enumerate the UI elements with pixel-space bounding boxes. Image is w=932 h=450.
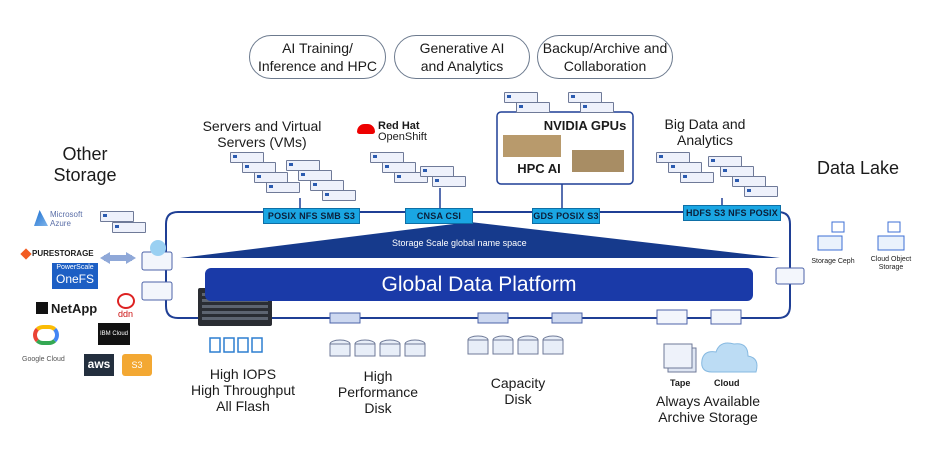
servers-title: Servers and Virtual Servers (VMs) [202, 118, 322, 150]
openshift-line1: Red Hat [378, 120, 420, 132]
ddn-icon [117, 293, 135, 309]
tier-capacity-label: Capacity Disk [490, 375, 546, 407]
use-case-ai-training-label: AI Training/ Inference and HPC [257, 40, 378, 74]
cloud-label: Cloud [714, 378, 740, 388]
azure-label: Microsoft Azure [50, 210, 83, 228]
onefs-label: OneFS [55, 272, 94, 286]
other-storage-title: Other Storage [53, 144, 117, 185]
storage-ceph-label: Storage Ceph [811, 258, 855, 265]
tape-label: Tape [670, 378, 691, 388]
global-data-platform: Global Data Platform [205, 268, 753, 301]
protocol-tag-gpu: GDS POSIX S3 [532, 208, 600, 224]
protocol-tag-bigdata: HDFS S3 NFS POSIX [683, 205, 781, 221]
cloud-object-storage-label: Cloud Object Storage [870, 256, 912, 271]
ibm-cloud-label: IBM Cloud [99, 331, 128, 337]
powerscale-label: PowerScale [56, 264, 94, 271]
s3-icon: S3 [122, 354, 152, 376]
use-case-backup-label: Backup/Archive and Collaboration [542, 40, 668, 74]
purestorage-label: PURESTORAGE [32, 249, 94, 258]
tier-performance-label: High Performance Disk [337, 368, 419, 416]
network-ring [165, 211, 791, 319]
namespace-label: Storage Scale global name space [392, 238, 527, 248]
google-cloud-icon [33, 325, 59, 345]
protocol-tag-openshift: CNSA CSI [405, 208, 473, 224]
nvidia-gpus-label: NVIDIA GPUs [543, 118, 627, 133]
s3-label: S3 [131, 360, 143, 370]
aws-badge: aws [84, 354, 114, 376]
ddn-label: ddn [118, 309, 134, 319]
openshift-label: Red Hat OpenShift [378, 121, 427, 143]
use-case-generative-ai-label: Generative AI and Analytics [419, 40, 505, 74]
tier-archive-label: Always Available Archive Storage [655, 393, 761, 425]
openshift-line2: OpenShift [378, 131, 427, 143]
big-data-title: Big Data and Analytics [664, 116, 746, 148]
use-case-generative-ai: Generative AI and Analytics [394, 35, 530, 79]
netapp-icon [36, 302, 48, 314]
use-case-ai-training: AI Training/ Inference and HPC [249, 35, 386, 79]
hpc-ai-label: HPC AI [517, 161, 561, 176]
aws-label: aws [87, 357, 111, 371]
redhat-logo-icon [357, 124, 375, 134]
data-lake-title: Data Lake [816, 158, 900, 178]
tier-flash-label: High IOPS High Throughput All Flash [190, 366, 296, 414]
namespace-wedge [180, 222, 780, 258]
ibm-cloud-badge: IBM Cloud [98, 323, 130, 345]
use-case-backup: Backup/Archive and Collaboration [537, 35, 673, 79]
google-cloud-label: Google Cloud [22, 356, 65, 363]
protocol-tag-servers: POSIX NFS SMB S3 [263, 208, 360, 224]
netapp-label: NetApp [51, 301, 98, 316]
powerscale-badge: PowerScale OneFS [52, 263, 98, 289]
